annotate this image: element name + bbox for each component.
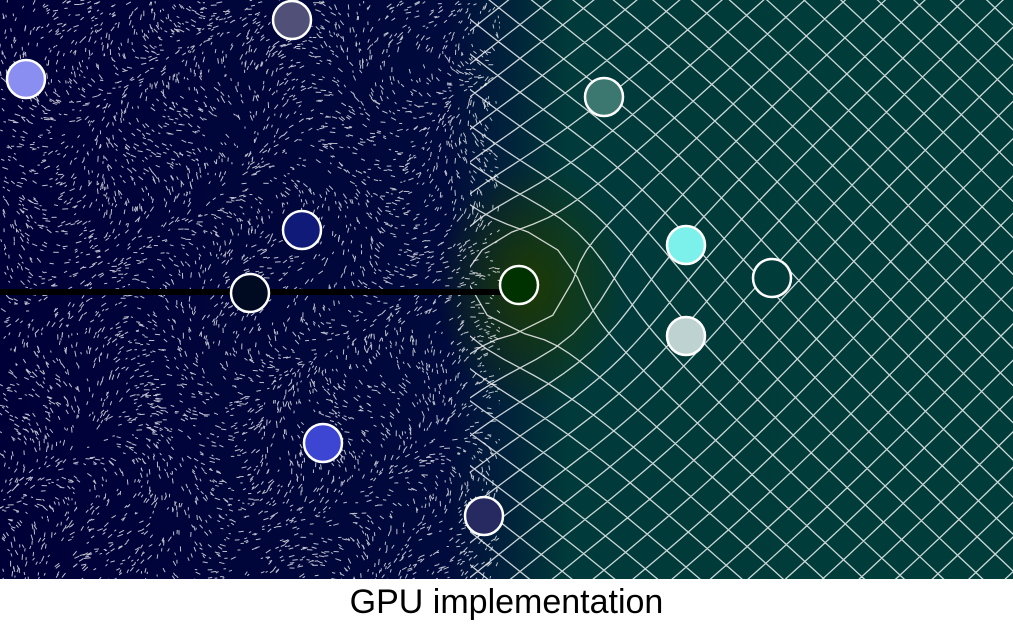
texture-strokes (0, 0, 500, 579)
point-2 (271, 0, 313, 41)
point-6 (498, 264, 540, 306)
point-10 (302, 422, 344, 464)
point-5 (229, 272, 271, 314)
point-8 (751, 257, 793, 299)
point-4 (281, 209, 323, 251)
point-1 (5, 58, 47, 100)
point-7 (665, 224, 707, 266)
point-9 (665, 315, 707, 357)
noisy-grid-texture (0, 0, 500, 579)
domain-coloring-figure (0, 0, 1013, 579)
point-11 (463, 495, 505, 537)
figure-caption: GPU implementation (349, 583, 664, 621)
figure-canvas (0, 0, 1013, 579)
points-layer (5, 0, 793, 537)
point-3 (583, 76, 625, 118)
